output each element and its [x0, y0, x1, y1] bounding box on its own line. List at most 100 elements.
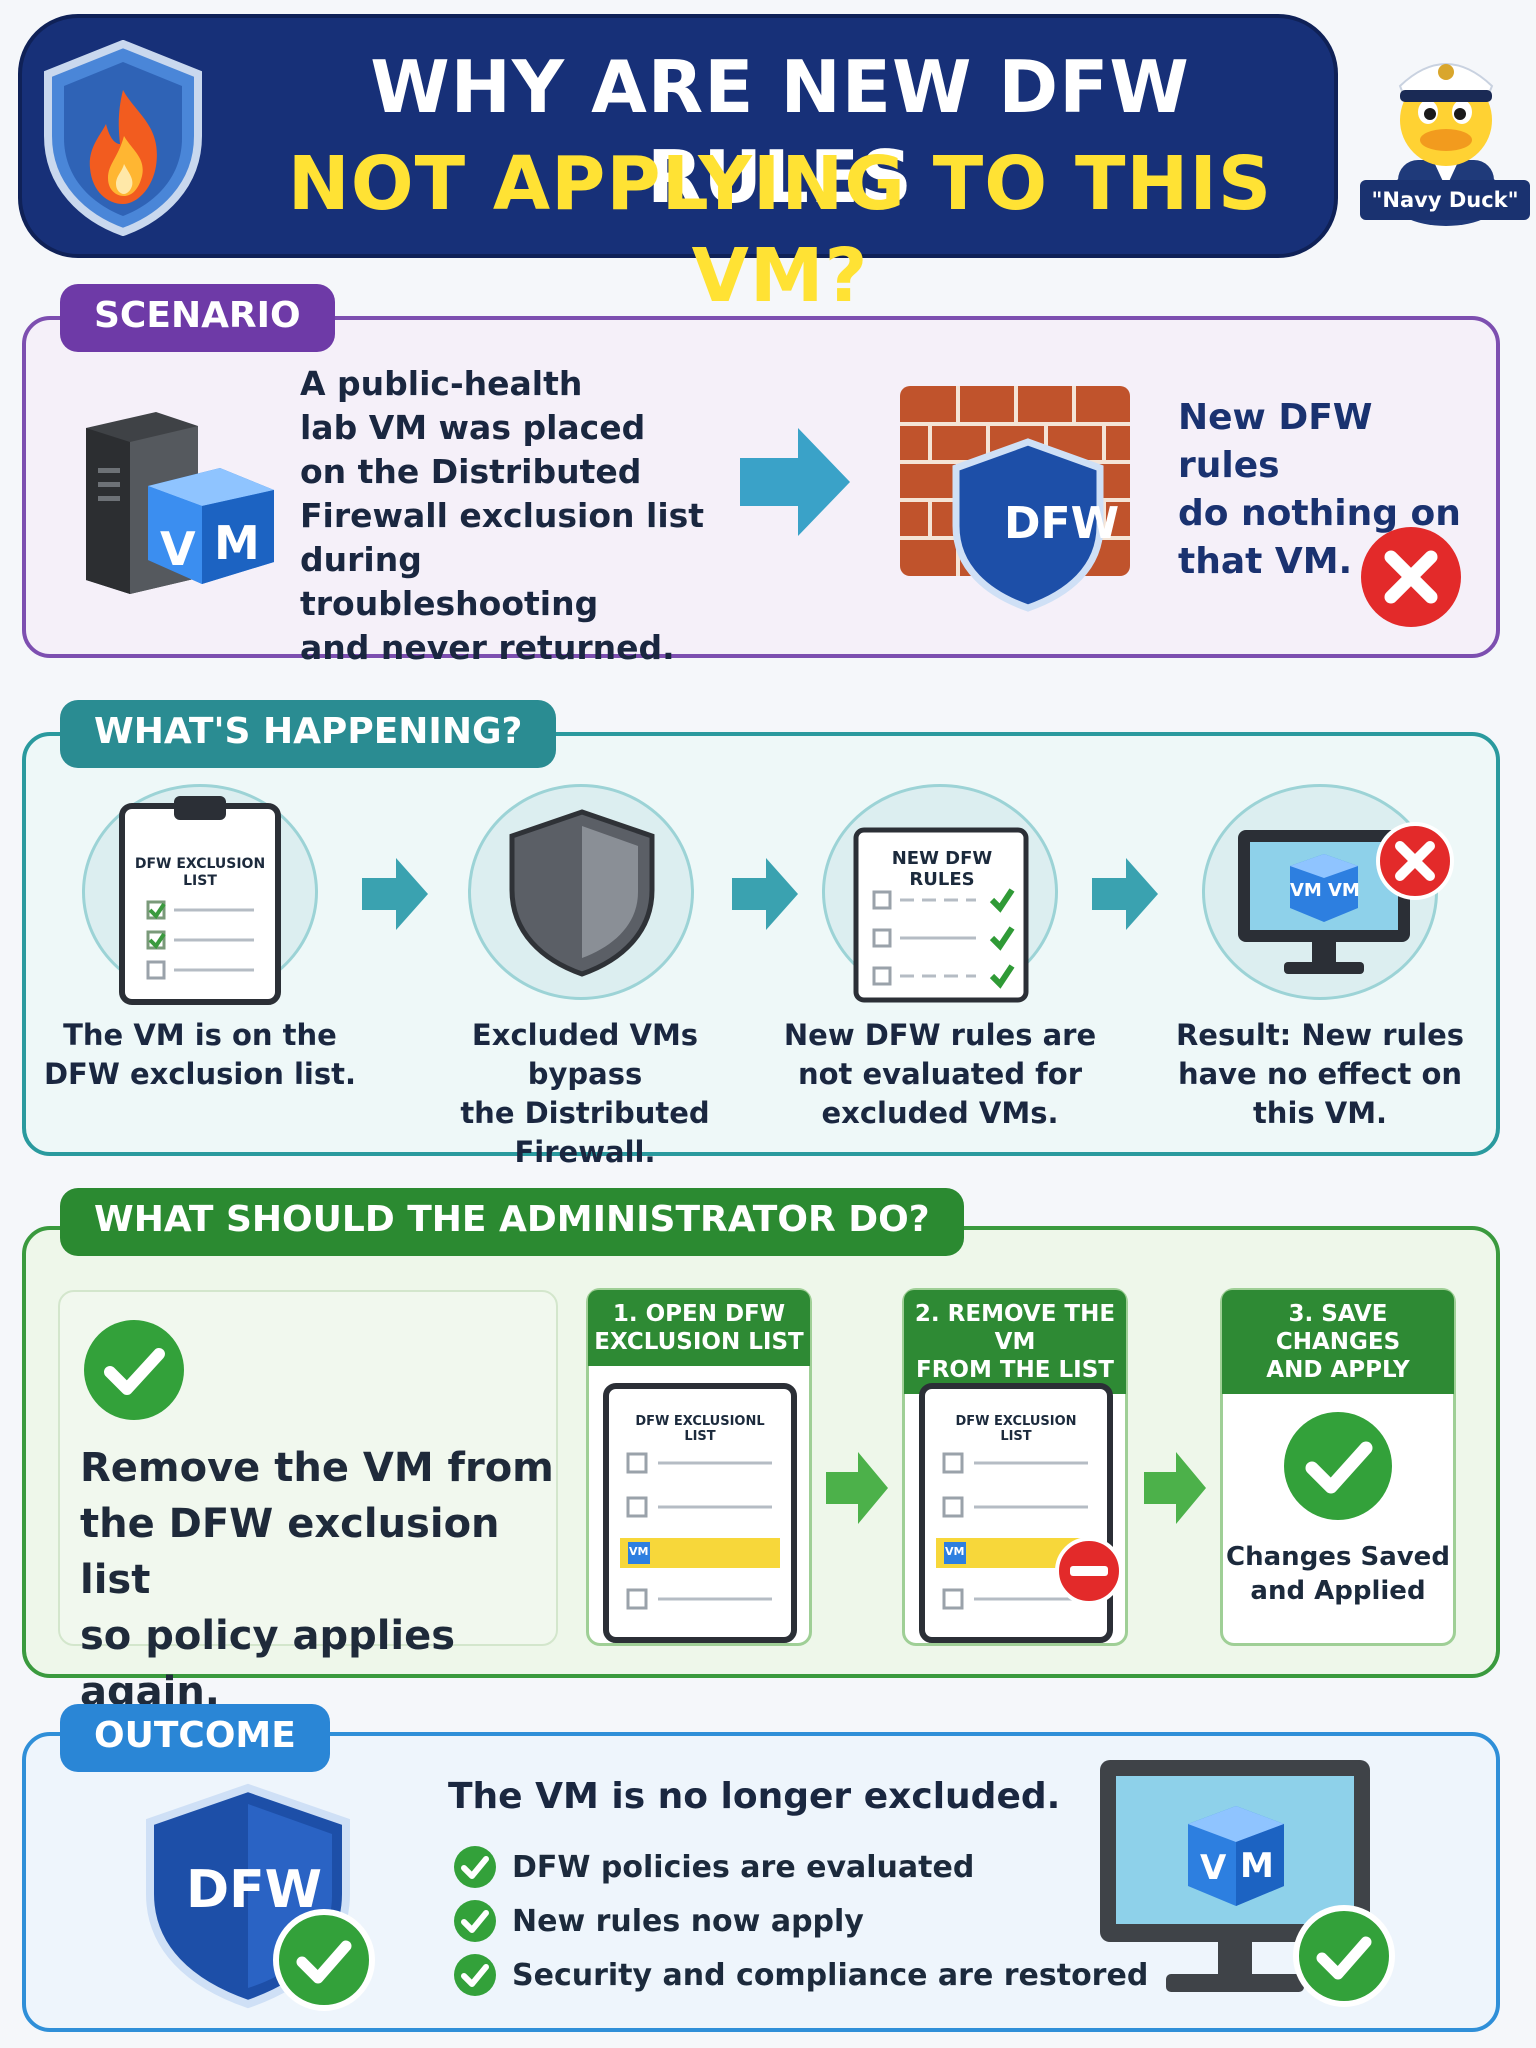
monitor-vm-left: VM — [1290, 880, 1322, 901]
caption-line: New DFW rules are — [783, 1018, 1097, 1052]
list-title-line: LIST — [1000, 1429, 1032, 1444]
happening-tag: WHAT'S HAPPENING? — [60, 700, 557, 768]
clipboard-title-line: LIST — [183, 873, 217, 889]
scenario-line: Firewall exclusion list — [300, 496, 705, 535]
outcome-item-text: DFW policies are evaluated — [512, 1849, 975, 1885]
check-circle-icon — [84, 1320, 184, 1420]
dfw-shield-label: DFW — [1004, 498, 1120, 549]
main-line: the DFW exclusion list — [80, 1501, 500, 1603]
check-icon — [454, 1846, 496, 1888]
clipboard-icon — [119, 796, 281, 1005]
clipboard-title: DFW EXCLUSION LIST — [130, 856, 270, 890]
header-banner — [18, 14, 1338, 258]
header-line: AND APPLY — [1266, 1357, 1410, 1383]
outcome-item-text: New rules now apply — [512, 1903, 864, 1939]
monitor-vm-right: VM — [1328, 880, 1360, 901]
monitor-vm-m: M — [1240, 1846, 1274, 1886]
check-circle-icon — [1284, 1412, 1392, 1520]
arrow-right-icon — [1092, 858, 1158, 930]
outcome-tag: OUTCOME — [60, 1704, 330, 1772]
step-caption: Result: New rules have no effect on this… — [1160, 1016, 1480, 1133]
step-caption: The VM is on the DFW exclusion list. — [40, 1016, 360, 1094]
list-title-line: DFW EXCLUSION — [955, 1414, 1077, 1429]
page-title-line2: NOT APPLYING TO THIS VM? — [287, 141, 1273, 319]
step-caption: New DFW rules are not evaluated for excl… — [780, 1016, 1100, 1133]
firewall-shield-icon — [44, 40, 202, 236]
header-line: EXCLUSION LIST — [594, 1329, 804, 1355]
caption-line: not evaluated for — [797, 1057, 1083, 1091]
vm-letter-v: V — [160, 522, 196, 576]
outcome-list: DFW policies are evaluated New rules now… — [452, 1840, 1172, 2002]
scenario-description: A public-health lab VM was placed on the… — [300, 362, 720, 670]
result-line: that VM. — [1178, 541, 1353, 582]
caption-line: excluded VMs. — [821, 1096, 1059, 1130]
caption-line: Result: New rules — [1175, 1018, 1465, 1052]
rules-title: NEW DFW RULES — [891, 848, 993, 890]
step3-header: 3. SAVE CHANGES AND APPLY — [1222, 1290, 1454, 1394]
gray-shield-icon — [509, 809, 655, 977]
step1-header: 1. OPEN DFW EXCLUSION LIST — [588, 1290, 810, 1366]
scenario-line: lab VM was placed — [300, 408, 646, 447]
clipboard-title-line: DFW EXCLUSION — [134, 856, 266, 872]
scenario-line: A public-health — [300, 364, 583, 403]
arrow-right-icon — [732, 858, 798, 930]
vm-badge: VM — [629, 1545, 649, 1558]
remove-minus-icon — [1055, 1537, 1123, 1605]
result-line: Changes Saved — [1226, 1542, 1450, 1572]
check-icon — [454, 1954, 496, 1996]
outcome-headline: The VM is no longer excluded. — [448, 1776, 1061, 1817]
monitor-icon — [1238, 830, 1410, 974]
arrow-right-icon — [362, 858, 428, 930]
server-vm-icon — [86, 412, 274, 594]
rules-document-icon — [853, 827, 1029, 1003]
scenario-line: on the Distributed — [300, 452, 642, 491]
scenario-tag: SCENARIO — [60, 284, 335, 352]
header-line: 2. REMOVE THE VM — [914, 1301, 1116, 1355]
list-title: DFW EXCLUSION LIST — [932, 1414, 1100, 1444]
brick-wall-icon — [900, 386, 1130, 612]
arrow-right-icon — [1144, 1452, 1206, 1524]
vm-letter-m: M — [214, 516, 260, 570]
caption-line: DFW exclusion list. — [43, 1057, 356, 1091]
caption-line: Excluded VMs bypass — [471, 1018, 699, 1091]
step2-header: 2. REMOVE THE VM FROM THE LIST — [904, 1290, 1126, 1394]
check-icon — [454, 1900, 496, 1942]
dfw-shield-icon — [146, 1783, 375, 2011]
mascot-label: "Navy Duck" — [1360, 180, 1530, 220]
monitor-icon — [1100, 1760, 1395, 2007]
result-line: and Applied — [1250, 1576, 1426, 1606]
arrow-right-icon — [740, 428, 850, 536]
caption-line: this VM. — [1252, 1096, 1388, 1130]
arrow-right-icon — [826, 1452, 888, 1524]
scenario-line: and never returned. — [300, 628, 675, 667]
caption-line: Firewall. — [514, 1135, 656, 1169]
changes-saved-text: Changes Saved and Applied — [1226, 1540, 1450, 1608]
outcome-item-text: Security and compliance are restored — [512, 1957, 1149, 1993]
outcome-dfw-label: DFW — [186, 1860, 323, 1920]
main-line: Remove the VM from — [80, 1445, 554, 1491]
list-title: DFW EXCLUSIONL LIST — [616, 1414, 784, 1444]
monitor-vm-v: V — [1200, 1848, 1227, 1888]
error-x-icon — [1361, 527, 1461, 627]
vm-badge: VM — [945, 1545, 965, 1558]
admin-main-text: Remove the VM from the DFW exclusion lis… — [80, 1440, 560, 1720]
list-item: Security and compliance are restored — [452, 1948, 1172, 2002]
list-title-line: LIST — [684, 1429, 716, 1444]
admin-tag: WHAT SHOULD THE ADMINISTRATOR DO? — [60, 1188, 964, 1256]
list-title-line: DFW EXCLUSIONL — [635, 1414, 765, 1429]
header-line: FROM THE LIST — [916, 1357, 1114, 1383]
header-line: 1. OPEN DFW — [612, 1301, 786, 1327]
header-line: 3. SAVE CHANGES — [1275, 1301, 1401, 1355]
list-item: DFW policies are evaluated — [452, 1840, 1172, 1894]
caption-line: the Distributed — [460, 1096, 710, 1130]
result-line: New DFW rules — [1178, 397, 1373, 486]
list-item: New rules now apply — [452, 1894, 1172, 1948]
caption-line: have no effect on — [1177, 1057, 1463, 1091]
step-caption: Excluded VMs bypass the Distributed Fire… — [420, 1016, 750, 1172]
scenario-result: New DFW rules do nothing on that VM. — [1178, 394, 1478, 586]
clipboard-icon — [603, 1383, 797, 1643]
error-x-icon — [1376, 822, 1454, 900]
caption-line: The VM is on the — [63, 1018, 337, 1052]
page-title-line1: WHY ARE NEW DFW RULES — [370, 45, 1190, 219]
scenario-line: during troubleshooting — [300, 540, 599, 623]
